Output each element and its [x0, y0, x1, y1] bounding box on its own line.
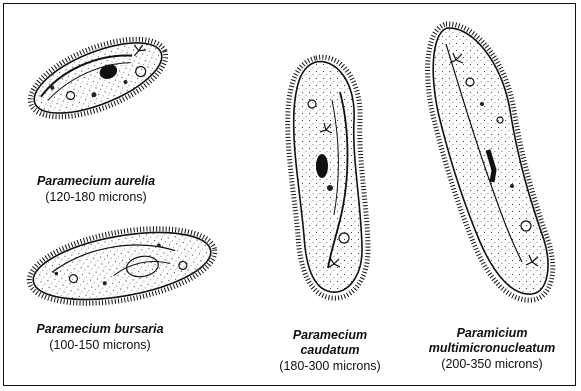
caption-paramecium-aurelia: Paramecium aurelia (120-180 microns)	[26, 174, 166, 205]
species-name-line-2: caudatum	[260, 343, 400, 358]
caption-paramecium-bursaria: Paramecium bursaria (100-150 microns)	[20, 322, 180, 353]
species-name: Paramecium aurelia	[26, 174, 166, 189]
caption-paramecium-caudatum: Paramecium caudatum (180-300 microns)	[260, 328, 400, 374]
paramecium-caudatum-drawing	[288, 57, 368, 298]
paramecium-multimicronucleatum-drawing	[428, 24, 553, 300]
size-range: (200-350 microns)	[412, 356, 572, 372]
species-name-line-2: multimicronucleatum	[412, 341, 572, 356]
paramecium-aurelia-drawing	[20, 23, 176, 133]
species-name: Paramecium bursaria	[20, 322, 180, 337]
caption-paramicium-multimicronucleatum: Paramicium multimicronucleatum (200-350 …	[412, 326, 572, 372]
species-name-line-1: Paramicium	[412, 326, 572, 341]
size-range: (100-150 microns)	[20, 337, 180, 353]
species-name-line-1: Paramecium	[260, 328, 400, 343]
paramecium-bursaria-drawing	[24, 216, 221, 316]
size-range: (180-300 microns)	[260, 358, 400, 374]
size-range: (120-180 microns)	[26, 189, 166, 205]
